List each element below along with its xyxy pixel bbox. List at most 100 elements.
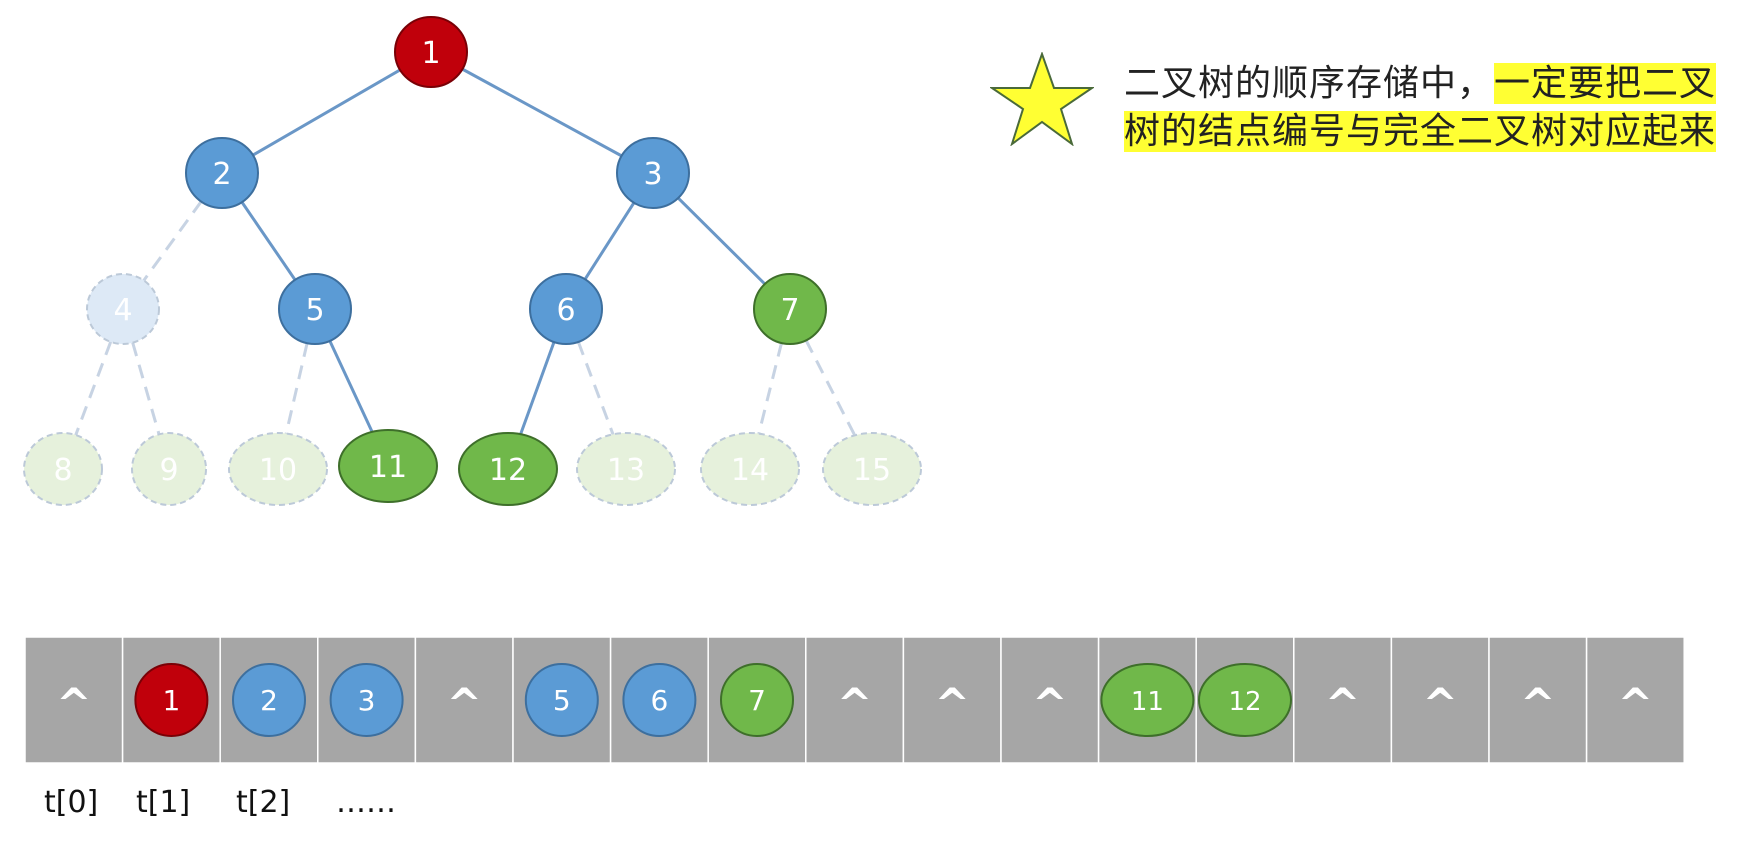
array-cell-box-10: [1000, 636, 1100, 764]
array-null-symbol-9: ^: [935, 679, 970, 728]
tree-node-circle-15: [822, 432, 922, 506]
tree-node-13: 13: [576, 432, 676, 506]
tree-node-circle-1: [394, 16, 468, 88]
tree-edge-5-10: [284, 342, 309, 435]
array-cell-box-0: [24, 636, 124, 764]
index-label-2: t[2]: [236, 785, 291, 820]
tree-edge-5-11: [328, 340, 375, 434]
array-node-circle-5: [524, 663, 599, 737]
array-null-symbol-0: ^: [56, 679, 91, 728]
tree-node-circle-8: [23, 432, 103, 506]
storage-note: 二叉树的顺序存储中，一定要把二叉 树的结点编号与完全二叉树对应起来: [1124, 60, 1744, 156]
tree-edge-6-13: [576, 341, 615, 436]
tree-node-12: 12: [458, 432, 558, 506]
array-node-label-7: 7: [748, 684, 766, 717]
tree-node-11: 11: [338, 429, 438, 503]
array-cell-11: 11: [1097, 636, 1197, 764]
array-cell-14: ^: [1390, 636, 1490, 764]
tree-node-circle-4: [86, 273, 160, 345]
array-cell-9: ^: [902, 636, 1002, 764]
array-cell-box-14: [1390, 636, 1490, 764]
note-highlight-line2: 树的结点编号与完全二叉树对应起来: [1124, 111, 1717, 152]
index-label-0: t[0]: [44, 785, 99, 820]
tree-edge-7-14: [757, 342, 783, 435]
array-cell-16: ^: [1585, 636, 1685, 764]
tree-node-10: 10: [228, 432, 328, 506]
array-node-circle-12: [1198, 663, 1292, 737]
array-node-label-6: 6: [650, 684, 668, 717]
tree-edge-7-15: [804, 339, 857, 438]
array-null-symbol-4: ^: [447, 679, 482, 728]
tree-node-label-11: 11: [369, 450, 407, 485]
array-cell-box-15: [1488, 636, 1588, 764]
array-cell-12: 12: [1195, 636, 1295, 764]
array-cell-10: ^: [1000, 636, 1100, 764]
tree-edge-2-4: [142, 200, 203, 282]
array-node-label-2: 2: [260, 684, 278, 717]
array-node-label-3: 3: [358, 684, 376, 717]
array-null-symbol-15: ^: [1520, 679, 1555, 728]
array-node-label-5: 5: [553, 684, 571, 717]
tree-node-label-3: 3: [643, 157, 662, 192]
array-cell-6: 6: [609, 636, 709, 764]
tree-node-label-9: 9: [159, 453, 178, 488]
tree-node-circle-12: [458, 432, 558, 506]
array-node-circle-1: [134, 663, 209, 737]
tree-edges: [74, 67, 857, 438]
array-cell-3: 3: [317, 636, 417, 764]
note-highlight-line1: 一定要把二叉: [1494, 63, 1717, 104]
tree-edge-3-6: [583, 201, 636, 281]
tree-node-label-5: 5: [305, 293, 324, 328]
tree-node-circle-6: [529, 273, 603, 345]
tree-node-2: 2: [185, 137, 259, 209]
array-null-symbol-8: ^: [837, 679, 872, 728]
tree-node-5: 5: [278, 273, 352, 345]
index-label-1: t[1]: [136, 785, 191, 820]
tree-node-7: 7: [753, 273, 827, 345]
tree-node-15: 15: [822, 432, 922, 506]
tree-node-circle-5: [278, 273, 352, 345]
tree-node-label-8: 8: [53, 453, 72, 488]
array-cell-8: ^: [805, 636, 905, 764]
tree-node-14: 14: [700, 432, 800, 506]
tree-edge-2-5: [240, 201, 297, 281]
array-cell-1: 1: [121, 636, 221, 764]
array-cell-4: ^: [414, 636, 514, 764]
array-null-symbol-16: ^: [1618, 679, 1653, 728]
array-cell-box-8: [805, 636, 905, 764]
tree-edge-3-7: [676, 196, 767, 286]
tree-edge-4-8: [74, 341, 113, 436]
tree-node-label-10: 10: [259, 453, 297, 488]
tree-node-circle-13: [576, 432, 676, 506]
array-node-label-1: 1: [162, 684, 180, 717]
array-node-circle-6: [622, 663, 697, 737]
array-cell-13: ^: [1293, 636, 1393, 764]
tree-node-circle-14: [700, 432, 800, 506]
index-label-ellipsis: ……: [336, 785, 396, 820]
array-node-circle-11: [1100, 663, 1195, 737]
tree-node-9: 9: [131, 432, 207, 506]
tree-node-6: 6: [529, 273, 603, 345]
tree-node-label-4: 4: [113, 293, 132, 328]
tree-node-1: 1: [394, 16, 468, 88]
array-cell-15: ^: [1488, 636, 1588, 764]
tree-node-label-15: 15: [853, 453, 891, 488]
array-node-label-11: 11: [1131, 687, 1164, 717]
array-null-symbol-13: ^: [1325, 679, 1360, 728]
array-cell-2: 2: [219, 636, 319, 764]
tree-node-circle-10: [228, 432, 328, 506]
array-null-symbol-14: ^: [1423, 679, 1458, 728]
tree-node-label-13: 13: [607, 453, 645, 488]
note-plain-text: 二叉树的顺序存储中，: [1124, 63, 1495, 104]
tree-edge-6-12: [518, 341, 556, 436]
array-cell-5: 5: [512, 636, 612, 764]
tree-node-label-6: 6: [556, 293, 575, 328]
tree-node-label-12: 12: [489, 453, 527, 488]
tree-node-circle-7: [753, 273, 827, 345]
tree-edge-4-9: [131, 342, 161, 435]
tree-node-4: 4: [86, 273, 160, 345]
array-cell-box-13: [1293, 636, 1393, 764]
tree-edge-1-2: [251, 68, 402, 157]
